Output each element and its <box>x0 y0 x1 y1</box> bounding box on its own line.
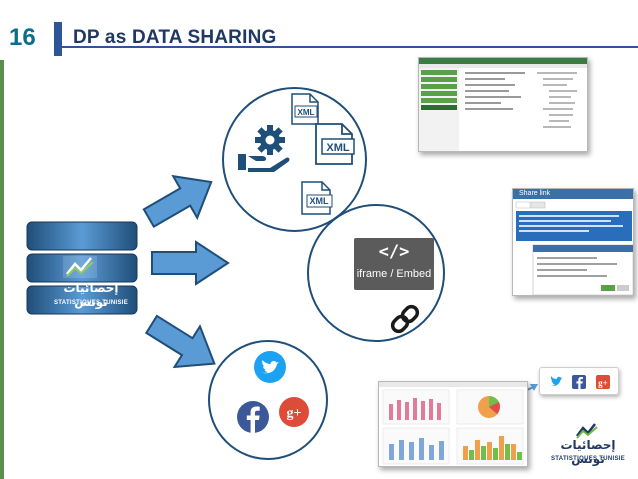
xml-label: XML <box>298 108 315 117</box>
facebook-icon <box>572 375 586 389</box>
twitter-icon <box>550 376 563 386</box>
left-accent-rule <box>0 60 4 479</box>
iframe-embed-badge: </> iframe / Embed <box>354 238 434 290</box>
gear-icon <box>255 125 285 155</box>
title-accent-bar <box>54 22 62 56</box>
svg-text:g+: g+ <box>598 378 608 388</box>
code-icon: </> <box>378 242 410 262</box>
gear-hand-icon <box>238 125 290 172</box>
share-link-title: Share link <box>513 189 633 199</box>
hand-icon <box>238 154 290 172</box>
gplus-label: g+ <box>287 406 302 421</box>
statistiques-tunisie-logo: إحصائيات تونس STATISTIQUES TUNISIE <box>547 420 629 476</box>
header-rule <box>54 46 638 48</box>
logo-french-text: STATISTIQUES TUNISIE <box>53 300 129 306</box>
logo-arabic-text: إحصائيات تونس <box>560 438 616 466</box>
arrow-to-api-icon <box>142 174 213 229</box>
xml-label: XML <box>326 142 350 154</box>
slide-title: DP as DATA SHARING <box>73 27 277 48</box>
xml-label: XML <box>310 196 330 206</box>
social-circle <box>208 340 328 460</box>
arrow-to-social-icon <box>144 314 216 369</box>
dashboard-screenshot <box>378 381 528 467</box>
share-link-dialog-screenshot: Share link <box>512 188 634 296</box>
database-icon: إحصائيات تونس STATISTIQUES TUNISIE <box>23 218 141 318</box>
logo-french-text: STATISTIQUES TUNISIE <box>550 456 626 462</box>
link-icon <box>390 304 420 334</box>
embed-label: iframe / Embed <box>356 268 432 280</box>
api-portal-screenshot <box>418 57 588 152</box>
facebook-icon[interactable] <box>236 400 270 434</box>
logo-arabic-text: إحصائيات تونس <box>63 281 119 309</box>
slide-number: 16 <box>9 24 36 51</box>
xml-file-icon: XML <box>301 181 333 215</box>
xml-file-icon: XML <box>315 123 355 165</box>
google-plus-icon: g+ <box>596 375 610 389</box>
xml-file-icon: XML <box>291 93 319 125</box>
arrow-to-embed-icon <box>151 240 230 286</box>
google-plus-icon[interactable]: g+ <box>278 396 310 428</box>
twitter-icon[interactable] <box>253 350 287 384</box>
social-share-strip: g+ <box>539 367 619 395</box>
